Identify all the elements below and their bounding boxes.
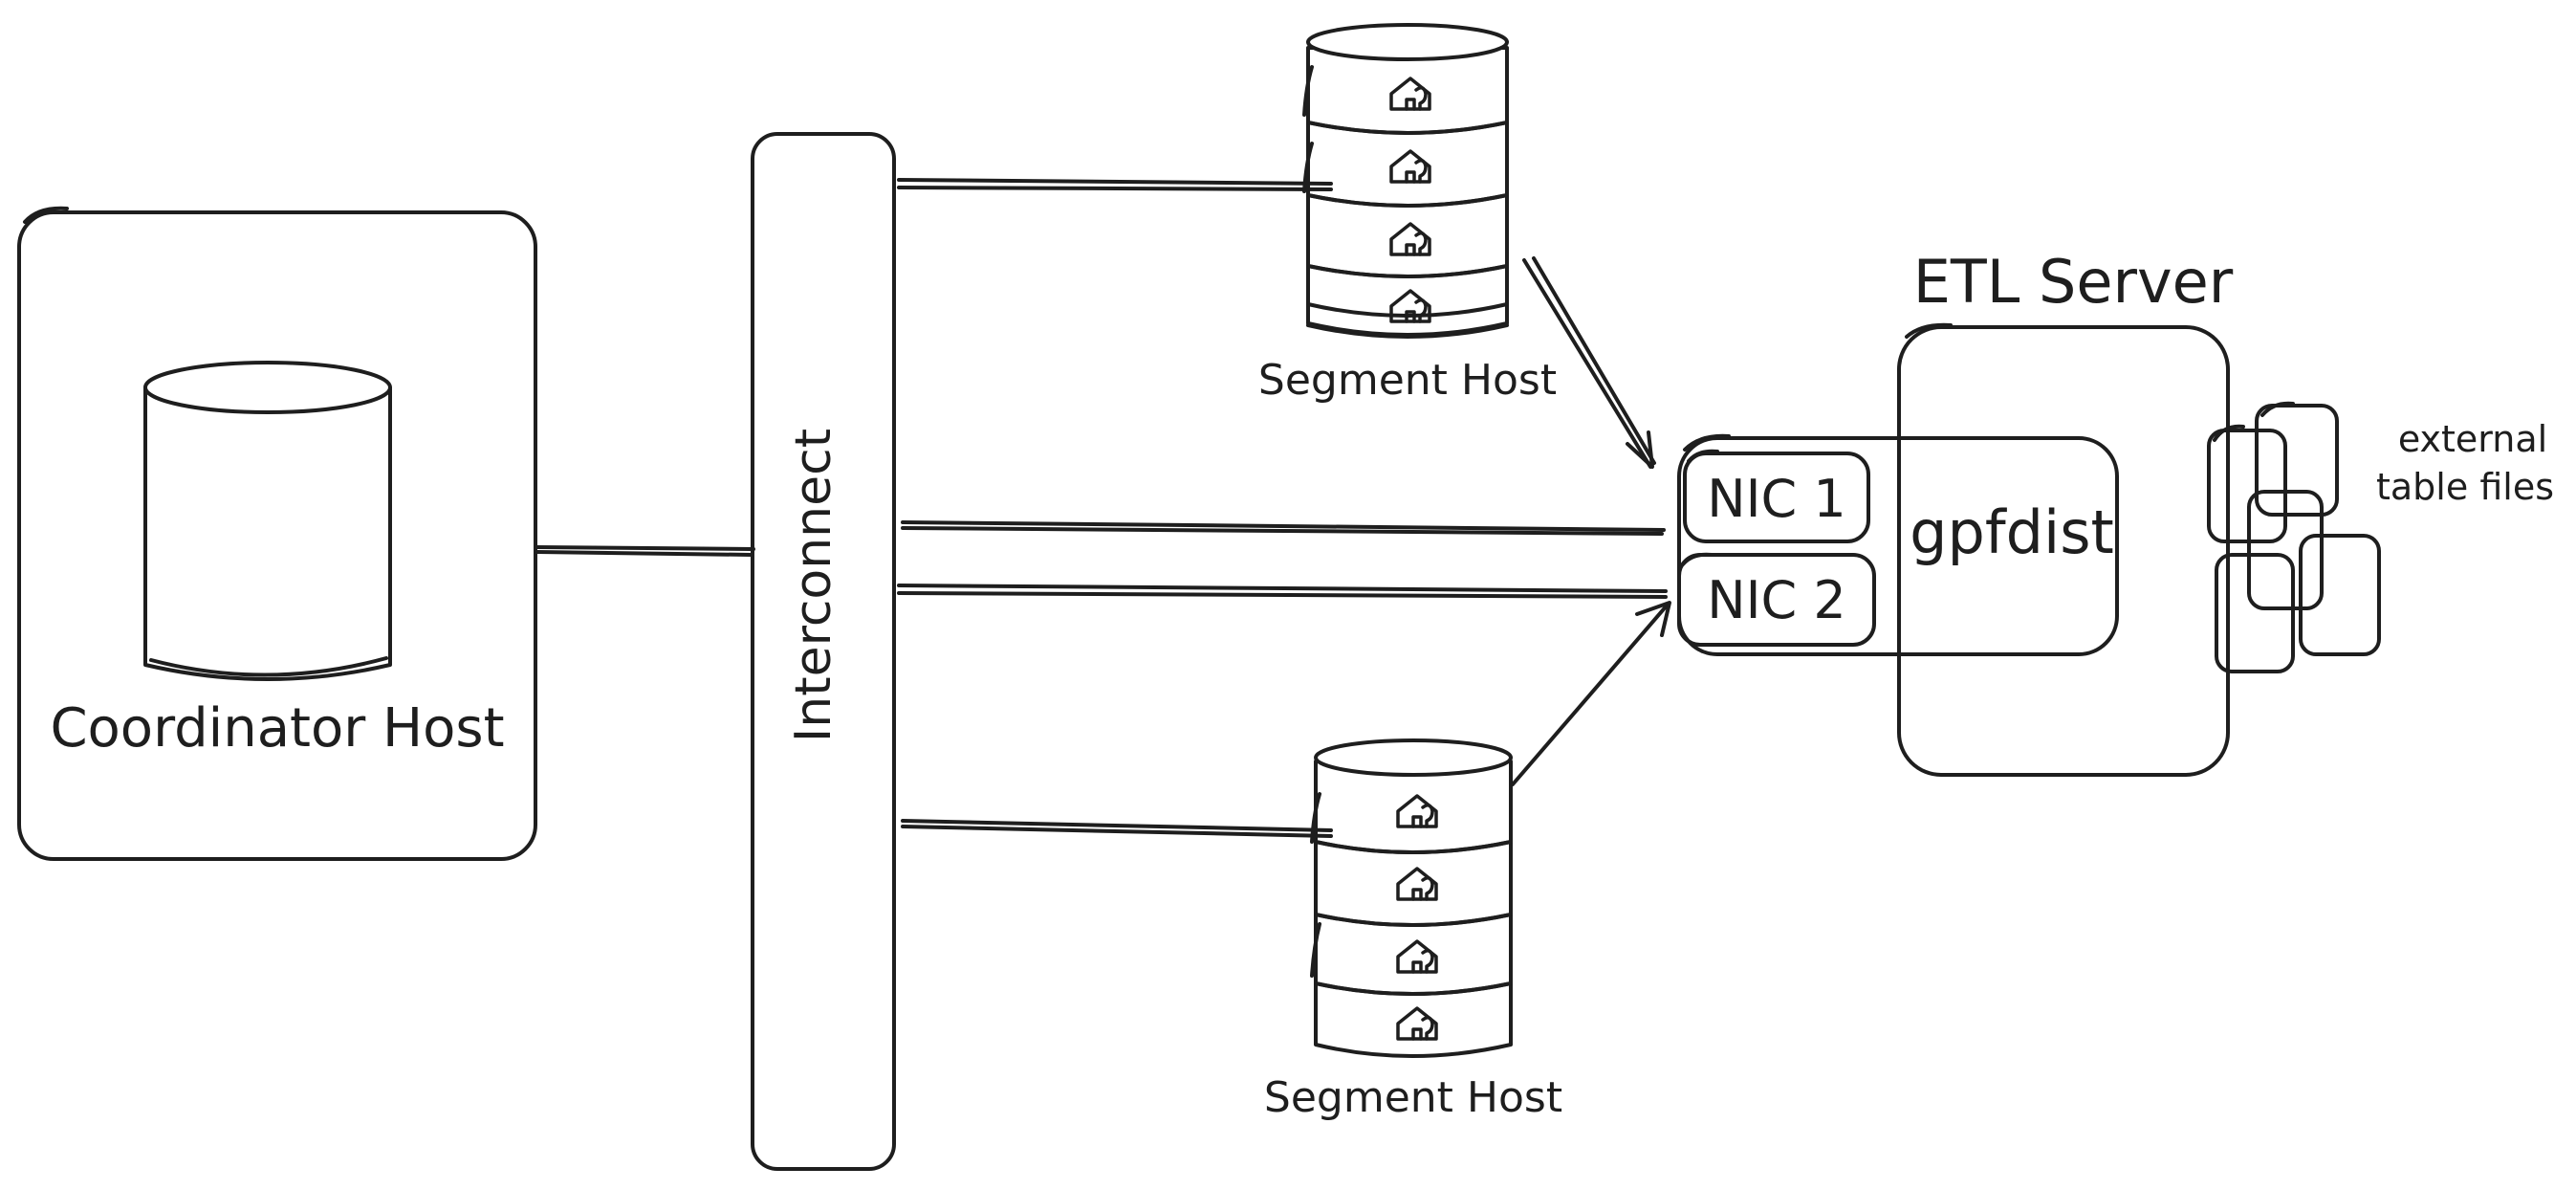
- nic-2-label: NIC 2: [1707, 570, 1846, 630]
- segment-stack-top: [1302, 23, 1509, 339]
- file-stack-icon: [2207, 401, 2381, 673]
- segment-disk-top: [1314, 738, 1513, 777]
- database-house-icon: [1389, 222, 1431, 256]
- nic-1-label: NIC 1: [1707, 469, 1846, 529]
- external-files-label-line2: table files: [2376, 466, 2554, 508]
- etl-server-box: [1897, 325, 2230, 777]
- interconnect-bar: [751, 132, 896, 1171]
- database-house-icon: [1396, 867, 1438, 901]
- link-interconnect-segment-bottom: [901, 819, 1333, 838]
- link-interconnect-nic1: [901, 520, 1666, 536]
- interconnect-label: Interconnect: [785, 429, 842, 742]
- segment-stack-bottom: [1310, 738, 1513, 1058]
- link-interconnect-nic2: [897, 584, 1668, 599]
- coordinator-database-icon: [143, 361, 392, 681]
- coordinator-host-label: Coordinator Host: [50, 697, 504, 760]
- segment-host-bottom-label: Segment Host: [1264, 1073, 1562, 1122]
- database-house-icon: [1389, 77, 1431, 111]
- sketch-overstroke: [23, 206, 69, 224]
- etl-server-title: ETL Server: [1913, 247, 2234, 317]
- interconnect: Interconnect: [751, 132, 896, 1171]
- segment-disk: [1314, 981, 1513, 1058]
- database-house-icon: [1389, 289, 1431, 323]
- gpfdist-label: gpfdist: [1910, 497, 2114, 567]
- segment-host-top: Segment Host: [1258, 23, 1557, 405]
- nic-1: NIC 1: [1683, 449, 1870, 543]
- segment-host-bottom: Segment Host: [1264, 738, 1562, 1122]
- link-coordinator-interconnect: [535, 545, 755, 557]
- segment-disk-top: [1306, 23, 1509, 61]
- nic-2: NIC 2: [1677, 552, 1876, 647]
- arrow-segment-top-to-nic1: [1522, 256, 1656, 469]
- arrow-segment-bottom-to-nic2: [1511, 601, 1671, 786]
- coordinator-host: Coordinator Host: [17, 206, 537, 861]
- segment-disk: [1314, 840, 1513, 927]
- database-house-icon: [1389, 149, 1431, 184]
- segment-disk: [1306, 121, 1509, 208]
- database-house-icon: [1396, 1006, 1438, 1041]
- link-interconnect-segment-top: [897, 178, 1333, 191]
- database-house-icon: [1396, 939, 1438, 974]
- coordinator-host-box: [17, 210, 537, 861]
- etl-server: ETL Server gpfdist NIC 1 NIC 2: [1677, 247, 2234, 777]
- gpfdist-process-box: [1677, 436, 2119, 656]
- segment-host-top-label: Segment Host: [1258, 356, 1557, 405]
- database-house-icon: [1396, 794, 1438, 828]
- external-files-label-line1: external: [2398, 418, 2547, 460]
